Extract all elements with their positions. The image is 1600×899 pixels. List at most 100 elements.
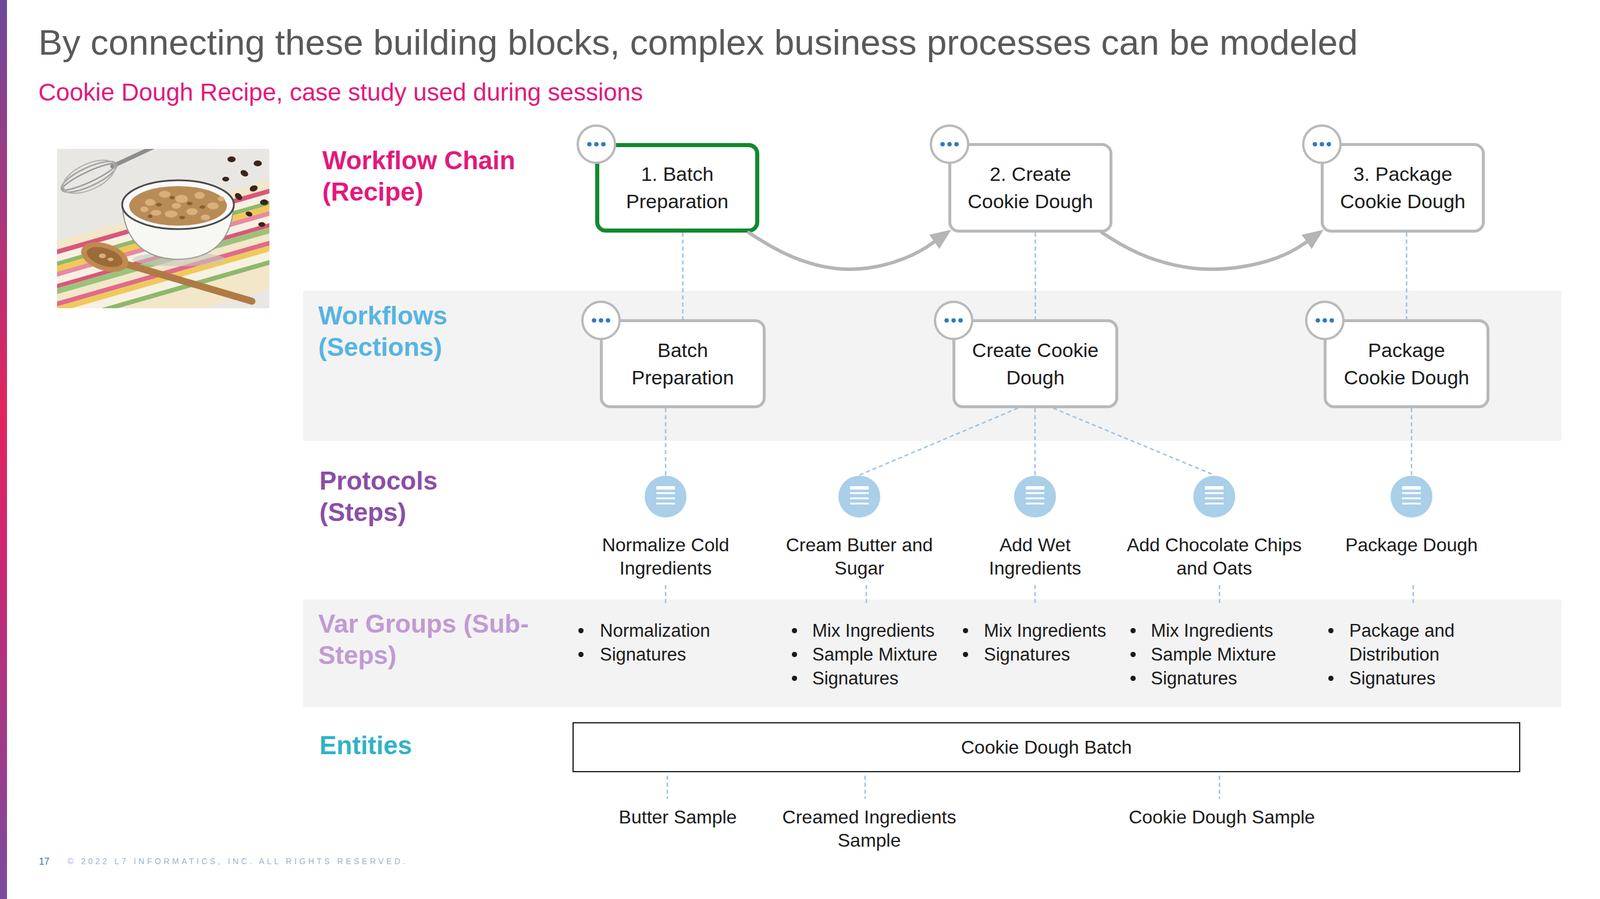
bowl xyxy=(140,206,149,213)
options-icon xyxy=(929,123,970,165)
icon-line xyxy=(1402,498,1421,500)
options-dot xyxy=(587,141,592,147)
protocol-icon xyxy=(1193,475,1236,518)
text-slot: Var Groups (Sub-Steps) xyxy=(318,608,540,672)
text-slot: Signatures xyxy=(983,642,1124,667)
label-slot: Workflow Chain (Recipe) xyxy=(322,144,556,208)
options-dot xyxy=(1326,141,1332,147)
bullet-dot xyxy=(578,652,584,658)
sub-step-item: Sample Mixture xyxy=(1150,642,1320,667)
icon-line xyxy=(1025,498,1045,500)
options-dot xyxy=(958,318,963,323)
options-icon xyxy=(930,125,969,163)
accent-bar xyxy=(0,0,7,899)
row-label: Entities xyxy=(319,730,494,762)
bowl xyxy=(144,198,156,206)
bullet-dot xyxy=(578,628,584,634)
protocol-icon xyxy=(1389,475,1434,519)
options-icon xyxy=(576,123,617,165)
text-slot: Signatures xyxy=(1150,666,1320,691)
bowl xyxy=(158,190,171,198)
bowl xyxy=(194,192,205,199)
sub-step-item: Mix Ingredients xyxy=(812,619,958,643)
link-line xyxy=(665,408,667,476)
bowl xyxy=(171,203,181,209)
link-line xyxy=(1034,232,1037,320)
coffee-beans xyxy=(253,160,262,167)
sub-step-item: Signatures xyxy=(983,642,1124,667)
icon-line xyxy=(1204,492,1224,495)
workflow-box: Batch Preparation xyxy=(599,319,766,409)
bullet-dot xyxy=(1130,628,1136,634)
options-dot xyxy=(940,141,945,147)
row-label: Var Groups (Sub-Steps) xyxy=(318,608,540,672)
sub-step-item: Signatures xyxy=(1150,666,1320,691)
dashed-tick xyxy=(864,776,867,800)
options-dot xyxy=(605,318,611,323)
label-slot: Creamed Ingredients Sample xyxy=(781,805,957,853)
bowl xyxy=(122,180,234,267)
cookie-photo xyxy=(57,148,270,309)
options-icon xyxy=(580,300,622,341)
wooden-spoon xyxy=(125,264,252,302)
wooden-spoon xyxy=(98,253,106,259)
slide-title: By connecting these building blocks, com… xyxy=(38,20,1575,64)
label-slot: Cookie Dough Sample xyxy=(1117,805,1327,830)
section-band: Workflows (Sections)Batch PreparationCre… xyxy=(303,290,1562,442)
options-icon xyxy=(577,125,615,163)
sub-step-item: Sample Mixture xyxy=(812,642,958,667)
options-dot xyxy=(598,318,604,323)
step-label: Normalize Cold Ingredients xyxy=(589,533,742,581)
chain-box: 2. Create Cookie Dough xyxy=(948,143,1113,233)
bowl xyxy=(175,194,188,204)
protocol-icon xyxy=(838,475,881,518)
whisk xyxy=(60,160,118,195)
label-slot: Butter Sample xyxy=(596,805,760,830)
label-slot: Protocols (Steps) xyxy=(319,465,494,529)
sub-step-item: Mix Ingredients xyxy=(1150,619,1320,643)
options-icon xyxy=(934,301,973,340)
icon-line xyxy=(656,492,675,495)
sample-label: Butter Sample xyxy=(596,805,760,830)
options-icon xyxy=(1304,300,1346,341)
bowl xyxy=(169,196,175,200)
icon-line xyxy=(1025,492,1045,495)
protocol-step: Normalize Cold Ingredients xyxy=(589,475,742,581)
bowl xyxy=(179,215,186,220)
bullet-dot xyxy=(791,652,798,658)
subtitle: Cookie Dough Recipe, case study used dur… xyxy=(38,77,912,108)
sample-label: Cookie Dough Sample xyxy=(1117,805,1327,830)
protocol-icon xyxy=(1192,475,1236,519)
bowl xyxy=(164,210,178,218)
protocol-step: Add Chocolate Chips and Oats xyxy=(1121,475,1308,581)
wooden-spoon xyxy=(84,243,126,272)
options-dot xyxy=(1312,141,1318,147)
protocol-step: Add Wet Ingredients xyxy=(959,475,1111,581)
coffee-beans xyxy=(239,168,250,179)
chain-box: 1. Batch Preparation xyxy=(595,143,760,233)
protocol-icon xyxy=(1013,475,1057,519)
flow-arrow xyxy=(1101,232,1310,270)
step-label: Add Wet Ingredients xyxy=(959,533,1111,581)
bowl xyxy=(200,214,211,221)
wooden-spoon xyxy=(107,257,114,262)
dashed-tick xyxy=(1218,776,1221,800)
coffee-beans xyxy=(258,222,266,227)
striped-cloth xyxy=(57,173,270,309)
entity-box: Cookie Dough Batch xyxy=(572,722,1521,773)
icon-line xyxy=(1402,486,1421,490)
bowl xyxy=(129,186,227,226)
text-slot: Normalization xyxy=(599,619,775,643)
icon-line xyxy=(850,492,869,495)
text-slot: Sample Mixture xyxy=(1150,642,1320,667)
dashed-tick xyxy=(1412,585,1415,607)
box-label: 1. Batch Preparation xyxy=(610,160,744,216)
bullet-dot xyxy=(791,628,798,634)
bullet-dot xyxy=(962,652,969,658)
text-slot: Signatures xyxy=(599,642,775,667)
options-icon xyxy=(582,301,620,340)
protocol-icon xyxy=(1390,475,1433,518)
icon-line xyxy=(850,486,869,490)
sample-label: Creamed Ingredients Sample xyxy=(781,805,957,853)
